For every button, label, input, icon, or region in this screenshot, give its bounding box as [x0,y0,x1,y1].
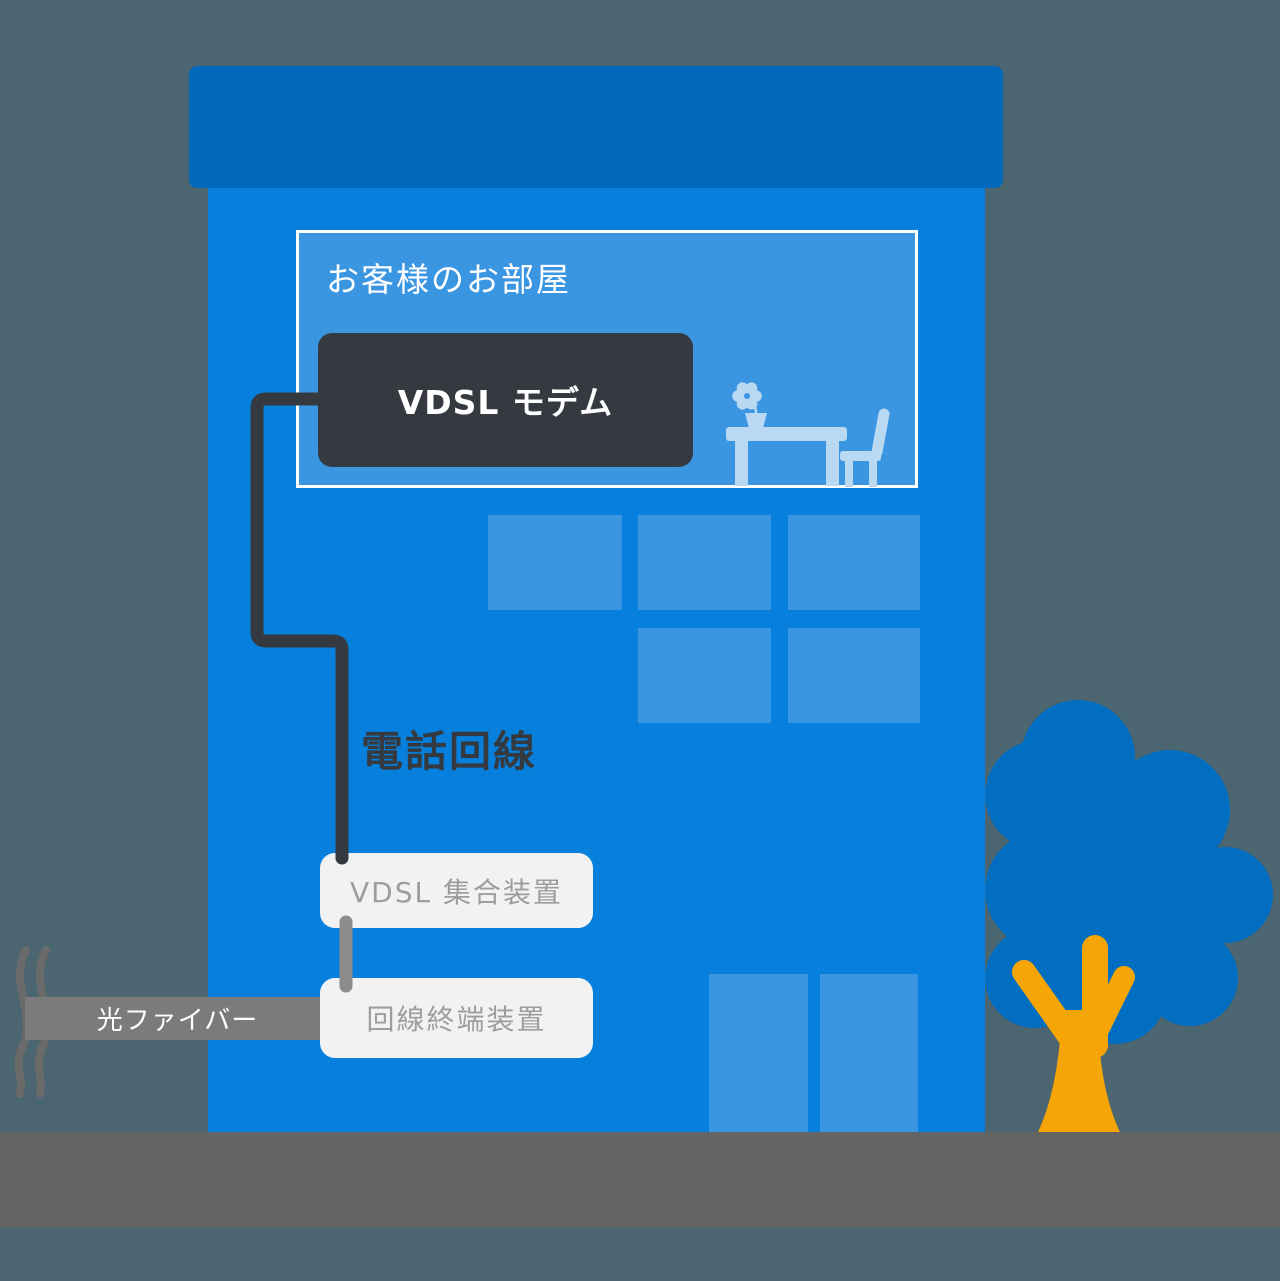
phone-line-label: 電話回線 [361,727,538,776]
building-roof [189,66,1003,188]
vdsl-aggregator-label: VDSL 集合装置 [350,875,563,909]
building-entrance-door [709,974,808,1132]
building-entrance-door [820,974,918,1132]
ground [0,1132,1280,1227]
vdsl-modem-box: VDSL モデム [318,333,693,467]
optical-fiber-line: 光ファイバー [25,997,330,1040]
vdsl-modem-label: VDSL モデム [397,383,614,422]
room-title: お客様のお部屋 [326,260,571,299]
building-window [788,515,920,610]
building-window [638,628,771,723]
fiber-squiggle-icon [14,946,51,1098]
tree-trunk [1012,935,1135,1132]
tree-icon [985,700,1273,1132]
optical-fiber-label: 光ファイバー [96,1006,259,1036]
vdsl-aggregator-box: VDSL 集合装置 [320,853,593,928]
building-window [788,628,920,723]
building-window [638,515,771,610]
line-terminal-box: 回線終端装置 [320,978,593,1058]
building-window [488,515,622,610]
line-terminal-label: 回線終端装置 [366,1003,547,1036]
